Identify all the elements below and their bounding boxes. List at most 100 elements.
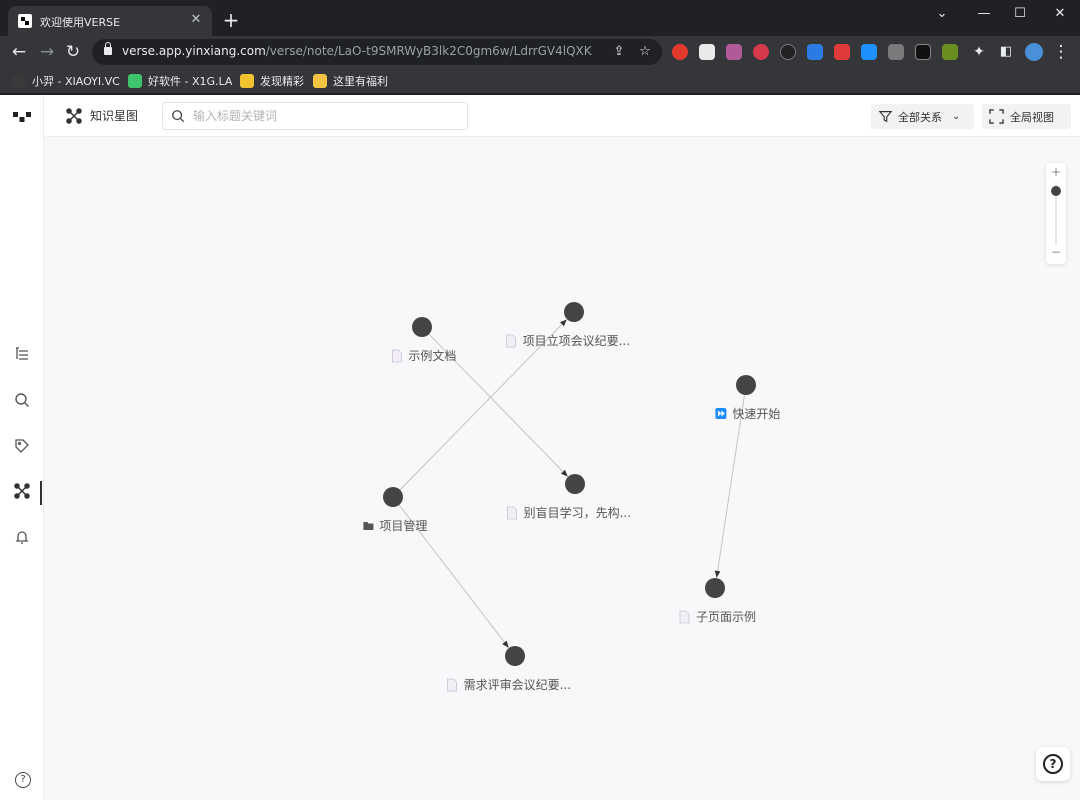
back-icon[interactable]: ← xyxy=(11,42,27,62)
markdown-extension-icon[interactable] xyxy=(915,44,931,60)
graph-node-label[interactable]: 子页面示例 xyxy=(696,610,756,624)
graph-edge-n1-n5 xyxy=(428,333,568,477)
graph-toolbar: 知识星图 全部关系 ⌄ 全局视图 xyxy=(44,95,1080,137)
forward-icon[interactable]: → xyxy=(39,42,55,62)
doc-icon xyxy=(392,349,402,363)
zoom-slider-track[interactable] xyxy=(1055,183,1057,245)
avatar-icon xyxy=(12,74,26,88)
graph-node-label[interactable]: 快速开始 xyxy=(732,407,780,421)
profile-avatar[interactable] xyxy=(1025,43,1043,61)
graph-node-dot[interactable] xyxy=(383,487,403,507)
bookmark-item[interactable]: 这里有福利 xyxy=(313,72,388,90)
dark-mode-extension-icon[interactable] xyxy=(780,44,796,60)
graph-node-label[interactable]: 项目立项会议纪要... xyxy=(523,333,630,348)
search-icon[interactable] xyxy=(12,392,32,412)
active-indicator xyxy=(40,481,42,505)
folder-icon xyxy=(363,522,374,530)
knowledge-graph-icon[interactable] xyxy=(12,483,32,503)
graph-node-label[interactable]: 项目管理 xyxy=(379,518,427,533)
bookmark-label: 这里有福利 xyxy=(333,75,388,88)
minimize-icon[interactable]: — xyxy=(977,6,991,21)
graph-node-dot[interactable] xyxy=(412,317,432,337)
doc-icon xyxy=(679,610,690,624)
graph-node-dot[interactable] xyxy=(705,578,725,598)
browser-tab[interactable]: 欢迎使用VERSE ✕ xyxy=(8,6,212,36)
fullscreen-icon xyxy=(989,109,1004,124)
graph-node[interactable]: 别盲目学习，先构... xyxy=(507,474,631,520)
graph-node-label[interactable]: 需求评审会议纪要... xyxy=(464,677,571,692)
relation-filter-button[interactable]: 全部关系 ⌄ xyxy=(871,104,974,129)
search-box xyxy=(162,102,468,130)
bookmarks-bar: 小羿 - XIAOYI.VC 好软件 - X1G.LA 发现精彩 这里有福利 xyxy=(0,68,1080,94)
browser-toolbar: ← → ↻ verse.app.yinxiang.com/verse/note/… xyxy=(0,36,1080,68)
graph-node-label[interactable]: 示例文档 xyxy=(408,348,456,363)
menu-kebab-icon[interactable]: ⋮ xyxy=(1052,42,1070,62)
close-window-icon[interactable]: ✕ xyxy=(1054,6,1066,21)
help-question-icon: ? xyxy=(1043,754,1063,774)
graph-node[interactable]: 快速开始 xyxy=(715,375,780,421)
extension-icon[interactable] xyxy=(726,44,742,60)
verse-favicon-icon xyxy=(18,14,32,28)
bookmark-label: 小羿 - XIAOYI.VC xyxy=(32,75,120,88)
extension-icon[interactable] xyxy=(888,44,904,60)
graph-node[interactable]: 项目管理 xyxy=(363,487,427,533)
bookmark-item[interactable]: 好软件 - X1G.LA xyxy=(128,72,232,90)
address-bar[interactable]: verse.app.yinxiang.com/verse/note/LaO-t9… xyxy=(92,39,662,65)
browser-tabbar: 欢迎使用VERSE ✕ + ⌄ — ☐ ✕ xyxy=(0,0,1080,36)
graph-node[interactable]: 项目立项会议纪要... xyxy=(506,302,630,348)
filter-label: 全部关系 xyxy=(898,110,942,124)
help-circle-icon[interactable]: ? xyxy=(15,772,31,788)
side-panel-icon[interactable]: ◧ xyxy=(999,44,1013,59)
graph-node-dot[interactable] xyxy=(564,302,584,322)
graph-edge-n4-n7 xyxy=(398,504,509,648)
graph-node-dot[interactable] xyxy=(736,375,756,395)
full-view-label: 全局视图 xyxy=(1010,110,1054,124)
chevron-down-icon: ⌄ xyxy=(952,111,961,122)
knowledge-graph-icon xyxy=(66,107,82,124)
bookmark-star-icon[interactable]: ☆ xyxy=(639,44,651,59)
bookmark-item[interactable]: 发现精彩 xyxy=(240,72,304,90)
close-tab-icon[interactable]: ✕ xyxy=(190,12,202,27)
graph-node-dot[interactable] xyxy=(505,646,525,666)
extension-icon[interactable] xyxy=(699,44,715,60)
extension-icon[interactable] xyxy=(753,44,769,60)
extension-icon[interactable] xyxy=(834,44,850,60)
zoom-control: + − xyxy=(1046,163,1066,264)
extension-icon[interactable] xyxy=(942,44,958,60)
app-icon xyxy=(128,74,142,88)
url-text[interactable]: verse.app.yinxiang.com/verse/note/LaO-t9… xyxy=(122,44,592,58)
bookmark-item[interactable]: 小羿 - XIAOYI.VC xyxy=(12,72,120,90)
adblock-extension-icon[interactable] xyxy=(672,44,688,60)
zoom-slider-handle[interactable] xyxy=(1051,185,1061,196)
extension-icon[interactable] xyxy=(807,44,823,60)
graph-node[interactable]: 子页面示例 xyxy=(679,578,756,624)
graph-node-label[interactable]: 别盲目学习，先构... xyxy=(524,505,631,520)
zoom-in-button[interactable]: + xyxy=(1050,165,1062,179)
tab-title: 欢迎使用VERSE xyxy=(40,16,121,29)
tag-icon[interactable] xyxy=(12,438,32,458)
graph-node-dot[interactable] xyxy=(565,474,585,494)
zoom-out-button[interactable]: − xyxy=(1050,245,1062,259)
folder-icon xyxy=(313,74,327,88)
share-icon[interactable]: ⇪ xyxy=(613,44,625,59)
graph-edge-n4-n2 xyxy=(399,319,567,491)
tab-search-icon[interactable]: ⌄ xyxy=(936,6,948,21)
new-tab-icon[interactable]: + xyxy=(222,8,240,32)
full-view-button[interactable]: 全局视图 xyxy=(982,104,1071,129)
outline-icon[interactable] xyxy=(12,345,32,365)
reload-icon[interactable]: ↻ xyxy=(65,42,81,62)
graph-node[interactable]: 示例文档 xyxy=(392,317,456,363)
extensions-puzzle-icon[interactable]: ✦ xyxy=(973,44,985,60)
graph-node[interactable]: 需求评审会议纪要... xyxy=(447,646,571,692)
doc-icon xyxy=(507,506,517,520)
search-input[interactable] xyxy=(193,107,453,125)
maximize-icon[interactable]: ☐ xyxy=(1014,6,1026,21)
bookmark-label: 发现精彩 xyxy=(260,75,304,88)
bell-icon[interactable] xyxy=(12,529,32,549)
lock-icon[interactable] xyxy=(104,42,112,55)
verse-logo-icon[interactable] xyxy=(12,107,32,127)
help-button[interactable]: ? xyxy=(1036,747,1070,781)
extension-icon[interactable] xyxy=(861,44,877,60)
